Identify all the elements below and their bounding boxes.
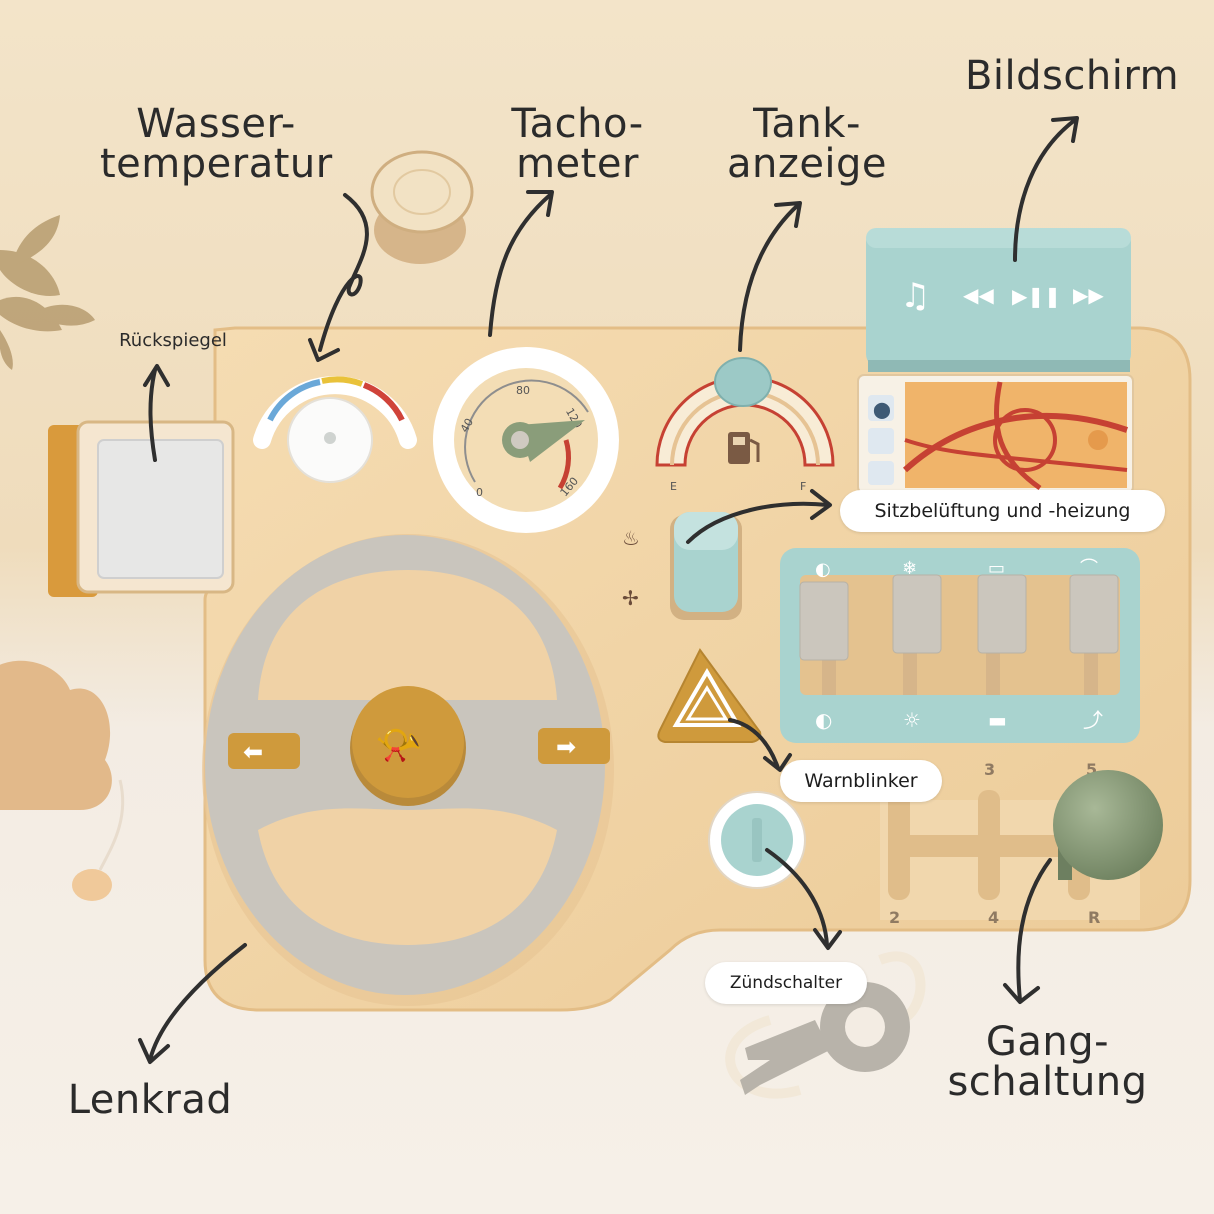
headlight-switch[interactable] (799, 581, 849, 661)
play-pause-icon[interactable]: ▶❚❚ (1012, 284, 1061, 308)
leaf-decoration (0, 215, 95, 370)
fast-forward-icon[interactable]: ▶▶ (1073, 283, 1104, 307)
label-wasser-line2: temperatur (100, 141, 333, 187)
fuel-full-label: F (800, 480, 806, 493)
ignition-key[interactable] (725, 951, 926, 1099)
gear-4-label: 4 (988, 908, 999, 927)
horn-icon: 📯 (375, 723, 422, 767)
fuel-gauge[interactable]: E F (655, 357, 835, 493)
label-lenkrad: Lenkrad (67, 1077, 233, 1123)
music-note-icon[interactable]: ♫ (900, 276, 930, 316)
map-pin-icon[interactable]: ⬤ (873, 400, 891, 419)
label-tankanzeige: Tank- anzeige (722, 104, 892, 184)
left-indicator[interactable] (228, 733, 300, 769)
headlight-icon: ◐ (815, 559, 831, 580)
cloud-toy (0, 660, 125, 901)
map-panel: ⬤ (857, 374, 1134, 494)
speedometer[interactable]: 0 40 80 120 160 (433, 347, 619, 533)
arrow-left-icon: ⬅ (243, 738, 263, 766)
ignition-switch[interactable] (708, 791, 806, 889)
label-rueckspiegel: Rückspiegel (119, 330, 227, 351)
label-tank-line2: anzeige (726, 141, 888, 187)
fuel-empty-label: E (670, 480, 677, 493)
gear-shift[interactable]: 1 3 5 2 4 R (880, 760, 1163, 927)
sun-icon: ☼ (903, 708, 921, 732)
label-tacho-line2: meter (516, 141, 639, 187)
label-sitzbelueftung: Sitzbelüftung und -heizung (840, 490, 1165, 532)
label-tank-line1: Tank- (753, 101, 861, 147)
hazard-triangle-icon (672, 668, 742, 727)
hazard-button[interactable] (657, 648, 762, 743)
label-tachometer: Tacho- meter (505, 104, 650, 184)
gear-knob[interactable] (1053, 770, 1163, 880)
wiper-low-icon: ⤴ (1083, 708, 1103, 732)
gear-3-label: 3 (984, 760, 995, 779)
seat-heat-icon[interactable]: ♨ (622, 526, 640, 550)
car-icon: ▭ (988, 558, 1005, 579)
headlight-low-icon: ◐ (815, 708, 832, 732)
speed-tick-0: 0 (476, 486, 483, 499)
rewind-icon[interactable]: ◀◀ (963, 283, 994, 307)
label-tacho-line1: Tacho- (511, 101, 644, 147)
label-wasser-temperatur: Wasser- temperatur (100, 104, 332, 184)
label-zuendschalter: Zündschalter (705, 962, 867, 1004)
speed-tick-40: 40 (458, 416, 476, 435)
car-low-icon: ▬ (988, 708, 1007, 732)
arrow-right-icon: ➡ (556, 733, 576, 761)
label-bildschirm: Bildschirm (964, 53, 1180, 99)
annotation-arrows (138, 116, 1079, 1064)
steering-wheel[interactable]: ⬅ ➡ 📯 (202, 534, 614, 1006)
gear-2-label: 2 (889, 908, 900, 927)
wiper-switch[interactable] (1069, 574, 1119, 654)
speed-tick-80: 80 (516, 384, 530, 397)
label-gangschaltung: Gang- schaltung (940, 1022, 1155, 1102)
label-wasser-line1: Wasser- (136, 101, 296, 147)
label-gang-line2: schaltung (947, 1059, 1148, 1105)
right-indicator[interactable] (538, 728, 610, 764)
label-gang-line1: Gang- (985, 1019, 1110, 1065)
water-temperature-gauge[interactable] (253, 376, 417, 483)
seat-vent-icon[interactable]: ✢ (622, 586, 639, 610)
switch-panel[interactable]: ◐ ❄ ▭ ⌒ ☼ ◐ ▬ ⤴ (780, 548, 1140, 743)
gear-r-label: R (1088, 908, 1100, 927)
gear-5-label: 5 (1086, 760, 1097, 779)
horn-button[interactable] (352, 686, 464, 798)
wood-disc-piece (370, 150, 474, 264)
snowflake-icon: ❄ (902, 558, 917, 579)
wiper-icon: ⌒ (1080, 558, 1098, 579)
car-switch[interactable] (977, 574, 1027, 654)
ac-switch[interactable] (892, 574, 942, 654)
rear-view-mirror[interactable] (48, 420, 235, 597)
label-warnblinker: Warnblinker (780, 760, 942, 802)
media-screen[interactable]: ♫ ◀◀ ▶❚❚ ▶▶ (866, 228, 1131, 372)
